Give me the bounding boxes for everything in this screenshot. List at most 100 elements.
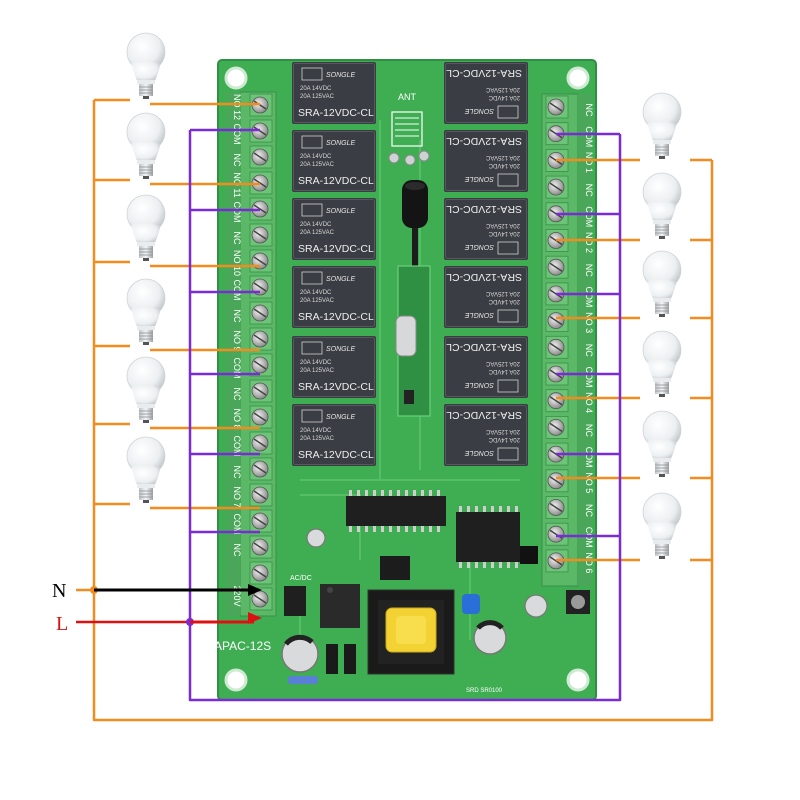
relay-model: SRA-12VDC-CL: [446, 67, 522, 79]
relay-rating-1: 20A 14VDC: [300, 222, 332, 228]
terminal-label: NC: [232, 466, 242, 479]
relay-rating-1: 20A 14VDC: [488, 368, 520, 374]
light-bulb-icon: [126, 194, 166, 262]
light-bulb-icon: [126, 32, 166, 100]
light-bulb-icon: [642, 250, 682, 318]
receiver-module: [395, 265, 431, 417]
light-bulb-icon: [126, 278, 166, 346]
relay-rating-1: 20A 14VDC: [300, 154, 332, 160]
relay-brand: SONGLE: [464, 243, 494, 250]
terminal-label: NC: [232, 154, 242, 167]
relay-brand: SONGLE: [326, 208, 356, 215]
light-bulb-icon: [126, 356, 166, 424]
relay-rating-2: 20A 125VAC: [485, 360, 520, 366]
light-bulb-icon: [642, 410, 682, 478]
light-bulb-icon: [642, 172, 682, 240]
relay: SONGLE 20A 14VDC 20A 125VAC SRA-12VDC-CL: [443, 335, 529, 399]
light-bulb-icon: [126, 436, 166, 504]
relay-model: SRA-12VDC-CL: [298, 175, 374, 187]
terminal-label: NC: [584, 264, 594, 277]
antenna-label: ANT: [398, 92, 417, 102]
relay-rating-2: 20A 125VAC: [300, 230, 335, 236]
relay-brand: SONGLE: [464, 311, 494, 318]
purple-live-bus: [188, 130, 622, 702]
arrow-icon: [248, 612, 262, 624]
terminal-label: NC: [584, 344, 594, 357]
relay-brand: SONGLE: [464, 449, 494, 456]
terminal-label: COM: [584, 126, 594, 147]
terminal-label: COM: [584, 447, 594, 468]
terminal-label: NC: [232, 232, 242, 245]
terminal-label: NO 12: [232, 94, 242, 120]
relay: SONGLE 20A 14VDC 20A 125VAC SRA-12VDC-CL: [291, 129, 377, 193]
terminal-label: COM: [584, 206, 594, 227]
relay-rating-1: 20A 14VDC: [488, 436, 520, 442]
terminal-label: NO 6: [584, 552, 594, 573]
relay-brand: SONGLE: [464, 175, 494, 182]
relay-rating-2: 20A 125VAC: [300, 94, 335, 100]
relay: SONGLE 20A 14VDC 20A 125VAC SRA-12VDC-CL: [443, 61, 529, 125]
terminal-label: NC: [584, 504, 594, 517]
terminal-label: 220V: [232, 585, 242, 606]
antenna-coil: [402, 180, 428, 268]
board-model-label: APAC-12S: [214, 639, 271, 653]
terminal-label: NO 4: [584, 392, 594, 413]
terminal-label: NO 5: [584, 472, 594, 493]
relay-rating-2: 20A 125VAC: [485, 86, 520, 92]
relay-rating-2: 20A 125VAC: [300, 162, 335, 168]
terminal-label: COM: [232, 124, 242, 145]
relay-model: SRA-12VDC-CL: [298, 449, 374, 461]
relay-model: SRA-12VDC-CL: [446, 271, 522, 283]
relay-model: SRA-12VDC-CL: [446, 409, 522, 421]
relay-rating-2: 20A 125VAC: [485, 154, 520, 160]
relay-model: SRA-12VDC-CL: [446, 341, 522, 353]
relay-brand: SONGLE: [326, 72, 356, 79]
arrow-icon: [248, 584, 262, 596]
relay-brand: SONGLE: [326, 414, 356, 421]
light-bulb-icon: [126, 112, 166, 180]
relay-brand: SONGLE: [464, 381, 494, 388]
relay-brand: SONGLE: [464, 107, 494, 114]
relay-rating-1: 20A 14VDC: [488, 162, 520, 168]
mounting-holes: [224, 66, 590, 692]
relay-rating-1: 20A 14VDC: [488, 94, 520, 100]
terminal-label: COM: [584, 286, 594, 307]
live-label: L: [56, 613, 68, 635]
terminal-label: NC: [232, 310, 242, 323]
terminal-label: NO 3: [584, 312, 594, 333]
relay-rating-1: 20A 14VDC: [488, 298, 520, 304]
relay: SONGLE 20A 14VDC 20A 125VAC SRA-12VDC-CL: [291, 197, 377, 261]
terminal-label: NO 1: [584, 152, 594, 173]
terminal-label: NO 9: [232, 330, 242, 351]
terminal-label: NO 10: [232, 250, 242, 276]
relay-rating-2: 20A 125VAC: [300, 436, 335, 442]
module-code-label: SRD SR0100: [466, 688, 503, 694]
terminal-label: NC: [232, 388, 242, 401]
terminal-label: NC: [584, 424, 594, 437]
terminal-label: NO 7: [232, 486, 242, 507]
relay-rating-1: 20A 14VDC: [300, 86, 332, 92]
terminal-label: COM: [232, 514, 242, 535]
terminal-label: COM: [584, 367, 594, 388]
relay-brand: SONGLE: [326, 140, 356, 147]
relay: SONGLE 20A 14VDC 20A 125VAC SRA-12VDC-CL: [443, 403, 529, 467]
relay-model: SRA-12VDC-CL: [298, 311, 374, 323]
relay-model: SRA-12VDC-CL: [298, 243, 374, 255]
terminal-label: NO 8: [232, 408, 242, 429]
relay-brand: SONGLE: [326, 276, 356, 283]
terminal-label: NC: [584, 184, 594, 197]
terminal-label: NC: [584, 104, 594, 117]
relay-rating-2: 20A 125VAC: [485, 428, 520, 434]
terminal-label: COM: [232, 280, 242, 301]
relay-rating-2: 20A 125VAC: [300, 298, 335, 304]
terminal-label: COM: [232, 436, 242, 457]
relay-brand: SONGLE: [326, 346, 356, 353]
